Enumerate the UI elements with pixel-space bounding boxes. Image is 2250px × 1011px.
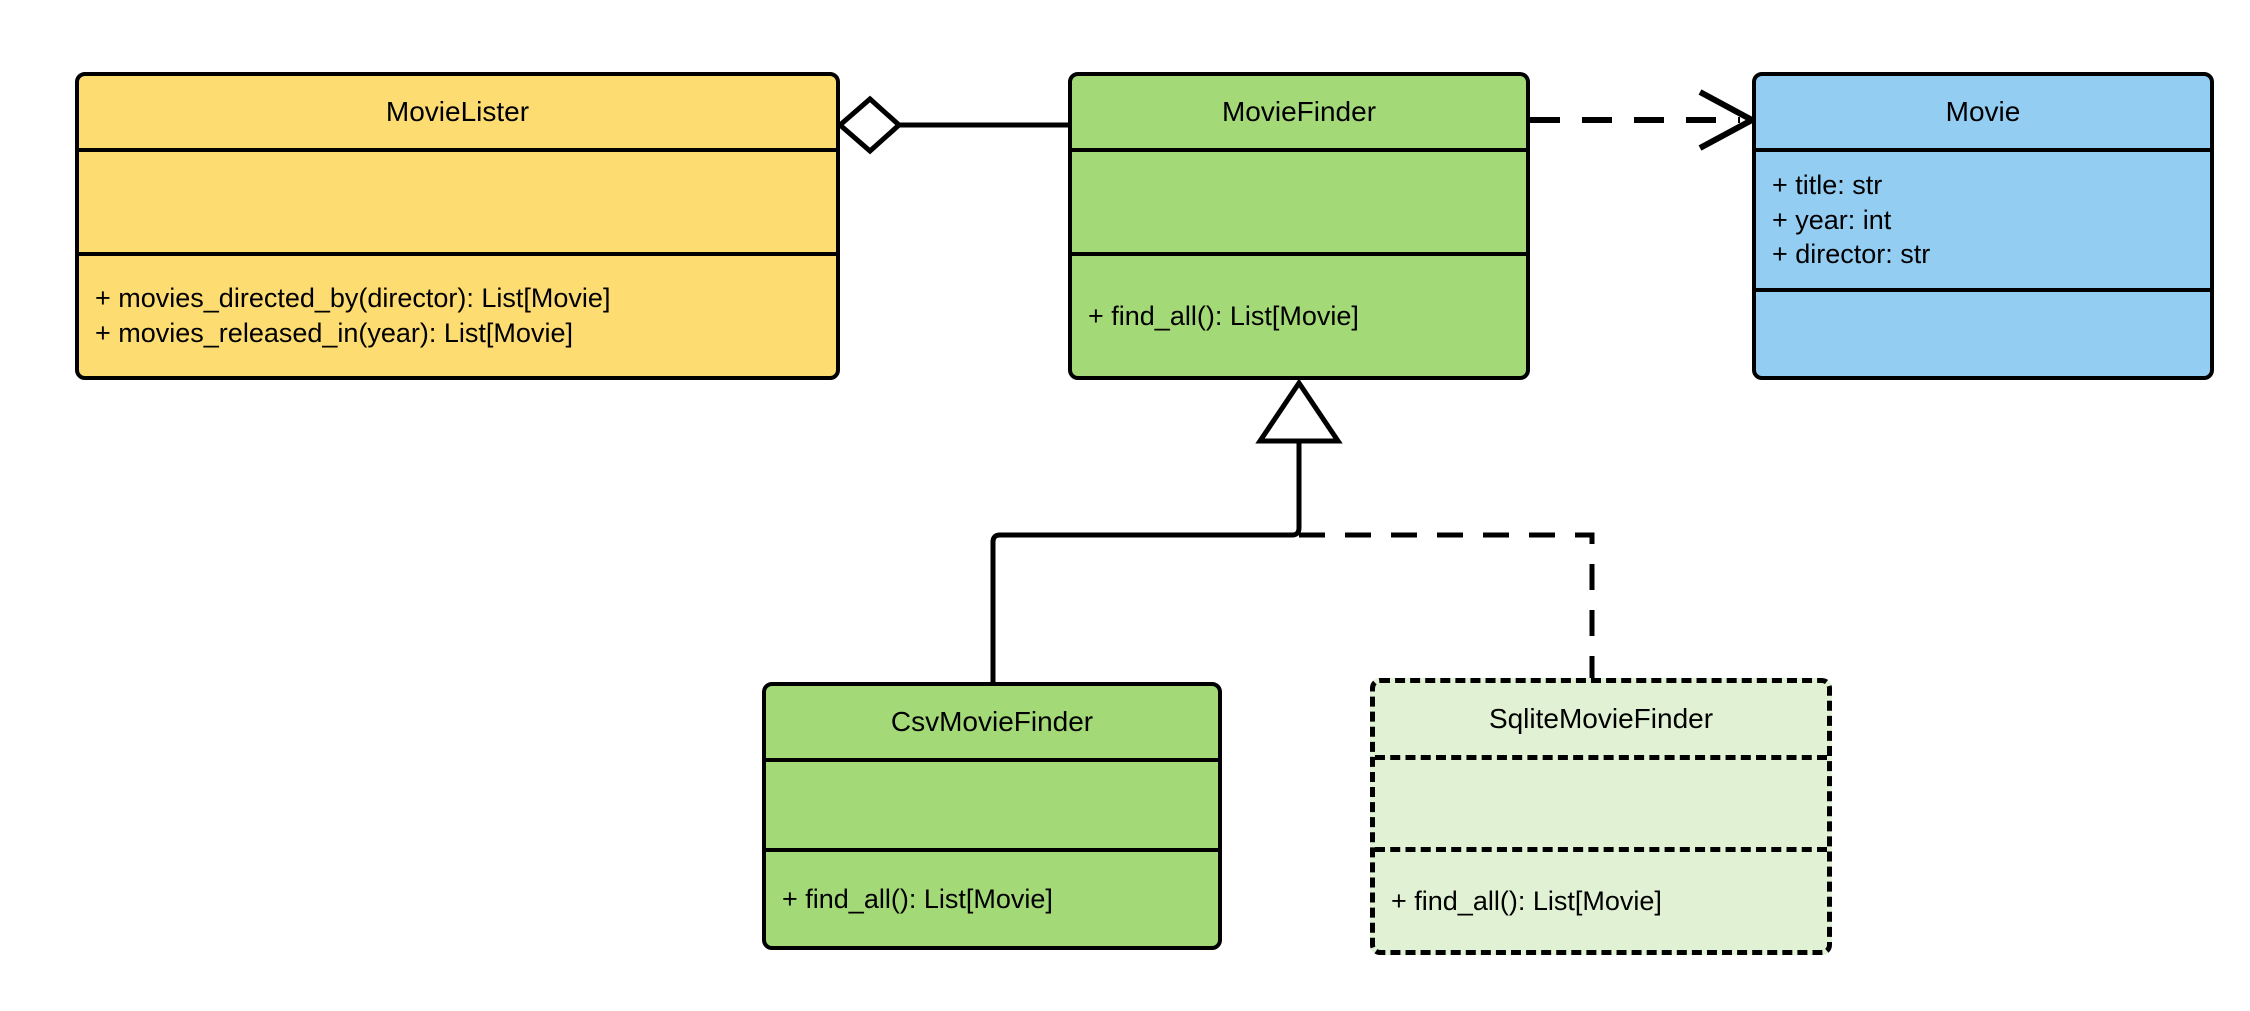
class-box-movie[interactable]: Movie + title: str + year: int + directo… bbox=[1752, 72, 2214, 380]
class-title-csv-movie-finder: CsvMovieFinder bbox=[890, 706, 1094, 738]
hollow-diamond-marker bbox=[836, 95, 903, 155]
hollow-triangle-marker bbox=[1255, 378, 1343, 444]
attributes-compartment bbox=[1375, 755, 1827, 847]
class-box-movie-finder[interactable]: MovieFinder + find_all(): List[Movie] bbox=[1068, 72, 1530, 380]
class-box-sqlite-movie-finder[interactable]: SqliteMovieFinder + find_all(): List[Mov… bbox=[1370, 678, 1832, 955]
aggregation-lister-finder-edge bbox=[836, 95, 1068, 155]
attributes-compartment bbox=[1072, 148, 1526, 252]
class-name-compartment: SqliteMovieFinder bbox=[1375, 683, 1827, 755]
method-item: + find_all(): List[Movie] bbox=[1391, 885, 1662, 916]
class-box-movie-lister[interactable]: MovieLister + movies_directed_by(directo… bbox=[75, 72, 840, 380]
class-name-compartment: CsvMovieFinder bbox=[766, 686, 1218, 758]
method-item: + movies_directed_by(director): List[Mov… bbox=[95, 283, 611, 314]
attributes-compartment bbox=[766, 758, 1218, 848]
methods-compartment: + find_all(): List[Movie] bbox=[766, 848, 1218, 946]
method-item: + find_all(): List[Movie] bbox=[782, 883, 1053, 914]
inheritance-csv-finder-edge bbox=[990, 525, 1302, 682]
methods-compartment: + movies_directed_by(director): List[Mov… bbox=[79, 252, 836, 376]
class-name-compartment: MovieFinder bbox=[1072, 76, 1526, 148]
method-item: + find_all(): List[Movie] bbox=[1088, 300, 1359, 331]
dependency-finder-movie-edge bbox=[1530, 89, 1759, 151]
generalization-triangle-group bbox=[1255, 378, 1343, 525]
method-item: + movies_released_in(year): List[Movie] bbox=[95, 318, 573, 348]
attributes-compartment: + title: str + year: int + director: str bbox=[1756, 148, 2210, 288]
sqlite-branch-line bbox=[1299, 532, 1595, 678]
methods-compartment bbox=[1756, 288, 2210, 376]
methods-compartment: + find_all(): List[Movie] bbox=[1072, 252, 1526, 376]
class-name-compartment: MovieLister bbox=[79, 76, 836, 148]
class-title-movie: Movie bbox=[1945, 96, 2021, 128]
class-box-csv-movie-finder[interactable]: CsvMovieFinder + find_all(): List[Movie] bbox=[762, 682, 1222, 950]
csv-branch-line bbox=[990, 525, 1302, 682]
attribute-item: + year: int bbox=[1772, 204, 1892, 235]
methods-compartment: + find_all(): List[Movie] bbox=[1375, 847, 1827, 950]
class-title-movie-lister: MovieLister bbox=[385, 96, 530, 128]
attributes-compartment bbox=[79, 148, 836, 252]
class-name-compartment: Movie bbox=[1756, 76, 2210, 148]
class-title-sqlite-movie-finder: SqliteMovieFinder bbox=[1488, 703, 1714, 735]
class-title-movie-finder: MovieFinder bbox=[1221, 96, 1377, 128]
realization-sqlite-finder-edge bbox=[1299, 532, 1595, 678]
attribute-item: + title: str bbox=[1772, 170, 1883, 201]
open-arrow-marker bbox=[1698, 89, 1759, 151]
attribute-item: + director: str bbox=[1772, 239, 1931, 270]
